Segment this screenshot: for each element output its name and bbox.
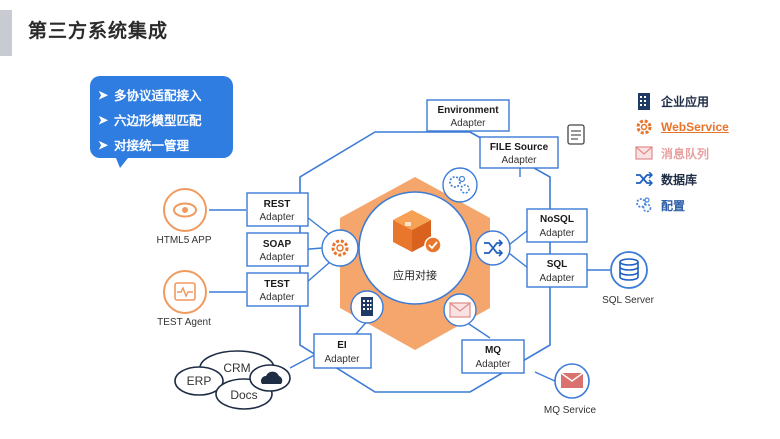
adapter-mq-sub: Adapter xyxy=(475,359,511,370)
cog-cluster-icon xyxy=(633,196,655,214)
shuffle-icon xyxy=(633,170,655,188)
html5-app-node: HTML5 APP xyxy=(156,188,212,246)
test-agent-label: TEST Agent xyxy=(157,317,211,328)
cube-check-icon xyxy=(393,210,442,254)
html5-app-label: HTML5 APP xyxy=(156,235,211,246)
building-node xyxy=(350,290,384,324)
adapter-environment-sub: Adapter xyxy=(450,118,486,129)
legend-item-database: 数据库 xyxy=(633,166,729,192)
erp-label: ERP xyxy=(187,374,212,388)
adapter-nosql: NoSQL Adapter xyxy=(526,208,588,243)
cloud-icon xyxy=(261,371,283,384)
adapter-soap: SOAP Adapter xyxy=(246,232,309,267)
envelope-node xyxy=(443,293,477,327)
chevron-right-icon: ➤ xyxy=(98,112,109,127)
chevron-right-icon: ➤ xyxy=(98,87,109,102)
systems-cloud: CRM ERP Docs xyxy=(174,350,291,410)
adapter-test-sub: Adapter xyxy=(259,292,295,303)
adapter-rest: REST Adapter xyxy=(246,192,309,227)
legend-item-webservice: WebService xyxy=(633,114,729,140)
core-label: 应用对接 xyxy=(393,268,437,282)
test-agent-node: TEST Agent xyxy=(157,270,211,328)
gear-node xyxy=(321,229,359,267)
mq-service-label: MQ Service xyxy=(544,405,597,416)
legend: 企业应用 WebService 消息队列 数据库 配置 xyxy=(633,88,729,218)
callout-item: ➤ 六边形模型匹配 xyxy=(98,107,233,132)
shuffle-node xyxy=(475,230,511,266)
adapter-soap-title: SOAP xyxy=(263,239,292,250)
title-accent-bar xyxy=(0,10,12,56)
eye-icon xyxy=(173,202,197,218)
sql-server-label: SQL Server xyxy=(602,295,655,306)
page-title: 第三方系统集成 xyxy=(28,21,169,42)
adapter-rest-title: REST xyxy=(264,199,291,210)
callout-item-label: 多协议适配接入 xyxy=(114,89,202,103)
docs-label: Docs xyxy=(230,388,257,402)
monitor-pulse-icon xyxy=(174,282,196,301)
adapter-file-source-title: FILE Source xyxy=(490,142,549,153)
adapter-rest-sub: Adapter xyxy=(259,212,295,223)
legend-item-enterprise: 企业应用 xyxy=(633,88,729,114)
legend-item-message-queue: 消息队列 xyxy=(633,140,729,166)
sql-server-node: SQL Server xyxy=(602,251,655,306)
envelope-icon xyxy=(633,144,655,162)
building-icon xyxy=(633,92,655,110)
callout-tail xyxy=(116,158,128,168)
legend-label: 消息队列 xyxy=(661,146,710,161)
callout-item-label: 六边形模型匹配 xyxy=(114,114,202,128)
adapter-file-source-sub: Adapter xyxy=(501,155,537,166)
adapter-test-title: TEST xyxy=(264,279,290,290)
adapter-ei-sub: Adapter xyxy=(324,354,360,365)
legend-label: WebService xyxy=(661,120,729,134)
adapter-ei: EI Adapter xyxy=(313,333,372,369)
callout-item: ➤ 对接统一管理 xyxy=(98,132,233,157)
adapter-environment: Environment Adapter xyxy=(426,99,510,132)
legend-label: 配置 xyxy=(661,198,686,213)
crm-label: CRM xyxy=(223,361,250,375)
adapter-mq: MQ Adapter xyxy=(461,339,525,374)
document-icon xyxy=(567,124,585,145)
callout-item-label: 对接统一管理 xyxy=(114,139,190,153)
mq-service-node: MQ Service xyxy=(544,363,597,416)
adapter-sql: SQL Adapter xyxy=(526,253,588,288)
adapter-soap-sub: Adapter xyxy=(259,252,295,263)
legend-item-config: 配置 xyxy=(633,192,729,218)
adapter-sql-title: SQL xyxy=(547,259,568,270)
feature-callout: ➤ 多协议适配接入 ➤ 六边形模型匹配 ➤ 对接统一管理 xyxy=(90,76,233,158)
adapter-nosql-sub: Adapter xyxy=(539,228,575,239)
database-icon xyxy=(619,258,639,281)
adapter-test: TEST Adapter xyxy=(246,272,309,307)
gear-icon xyxy=(633,118,655,136)
adapter-ei-title: EI xyxy=(337,340,347,351)
callout-item: ➤ 多协议适配接入 xyxy=(98,82,233,107)
chevron-right-icon: ➤ xyxy=(98,137,109,152)
legend-label: 企业应用 xyxy=(661,94,710,109)
adapter-mq-title: MQ xyxy=(485,345,501,356)
legend-label: 数据库 xyxy=(661,172,698,187)
adapter-nosql-title: NoSQL xyxy=(540,214,574,225)
config-node xyxy=(442,167,478,203)
adapter-file-source: FILE Source Adapter xyxy=(479,136,559,169)
adapter-environment-title: Environment xyxy=(437,105,499,116)
adapter-sql-sub: Adapter xyxy=(539,273,575,284)
